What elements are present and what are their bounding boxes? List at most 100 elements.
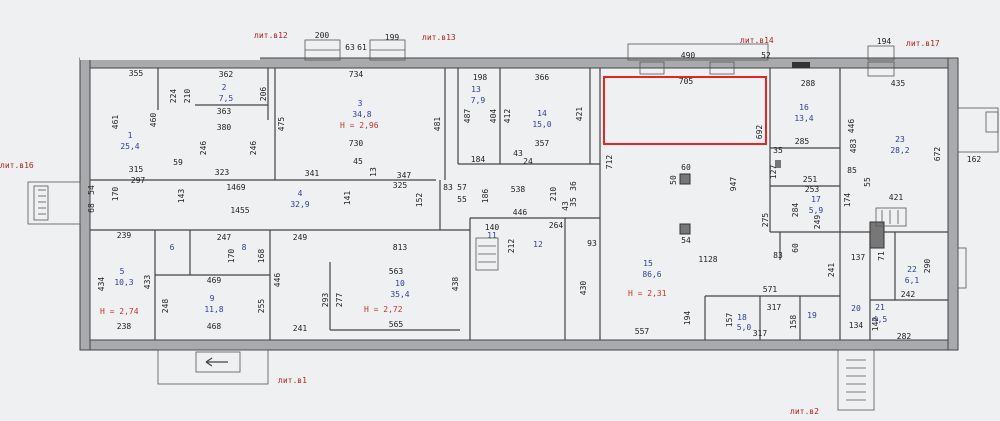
dimension: 137 xyxy=(851,253,866,262)
dimension: 63 xyxy=(345,43,355,52)
dimension: 253 xyxy=(805,185,820,194)
room-area: 32,9 xyxy=(290,200,309,209)
dimension: 194 xyxy=(683,311,692,326)
room-number: 19 xyxy=(807,311,817,320)
dimension: 317 xyxy=(753,329,768,338)
dimension: 239 xyxy=(117,231,132,240)
room-area: 25,4 xyxy=(120,142,139,151)
dimension: 85 xyxy=(847,166,857,175)
height-room-10: Н = 2,72 xyxy=(364,305,403,314)
dimension: 249 xyxy=(293,233,308,242)
dimension: 55 xyxy=(863,177,872,187)
height-room-15: Н = 2,31 xyxy=(628,289,667,298)
dimension: 1128 xyxy=(698,255,717,264)
dimension: 141 xyxy=(343,191,352,206)
highlight-rectangle xyxy=(603,76,767,145)
dimension: 71 xyxy=(877,251,886,261)
dimension: 158 xyxy=(789,315,798,330)
room-number: 9 xyxy=(210,294,215,303)
room-area: 5,0 xyxy=(737,323,752,332)
room-area: 35,4 xyxy=(390,290,409,299)
dimension: 734 xyxy=(349,70,364,79)
room-area: 11,8 xyxy=(204,305,223,314)
dimension: 813 xyxy=(393,243,408,252)
outer-walls xyxy=(79,48,959,351)
dimension: 83 xyxy=(773,251,783,260)
dimension: 247 xyxy=(217,233,232,242)
dimension: 59 xyxy=(173,158,183,167)
dimension: 446 xyxy=(847,119,856,134)
room-number: 13 xyxy=(471,85,481,94)
dimension: 170 xyxy=(227,249,236,264)
dimension: 140 xyxy=(485,223,500,232)
room-number: 3 xyxy=(358,99,363,108)
dimension: 363 xyxy=(217,107,232,116)
left-stair xyxy=(27,181,81,225)
room-number: 14 xyxy=(537,109,547,118)
dimension: 435 xyxy=(891,79,906,88)
dimension: 60 xyxy=(791,243,800,253)
dimension: 357 xyxy=(535,139,550,148)
dimension: 35 xyxy=(773,146,783,155)
room-area: 7,5 xyxy=(219,94,234,103)
dimension: 60 xyxy=(681,163,691,172)
dimension: 285 xyxy=(795,137,810,146)
dimension: 434 xyxy=(97,277,106,292)
room-number: 16 xyxy=(799,103,809,112)
dimension: 730 xyxy=(349,139,364,148)
room-number: 2 xyxy=(222,83,227,92)
dimension: 571 xyxy=(763,285,778,294)
room-number: 1 xyxy=(128,131,133,140)
room-area: 13,4 xyxy=(794,114,813,123)
dimension: 277 xyxy=(335,293,344,308)
dimension: 380 xyxy=(217,123,232,132)
dimension: 50 xyxy=(669,175,678,185)
dimension: 421 xyxy=(889,193,904,202)
dimension: 54 xyxy=(87,185,96,195)
room-number: 4 xyxy=(298,189,303,198)
height-room-3: Н = 2,96 xyxy=(340,121,379,130)
dimension: 241 xyxy=(293,324,308,333)
dimension: 947 xyxy=(729,177,738,192)
dimension: 212 xyxy=(507,239,516,254)
dimension: 24 xyxy=(523,157,533,166)
dimension: 194 xyxy=(877,37,892,46)
dimension: 168 xyxy=(257,249,266,264)
dimension: 224 xyxy=(169,89,178,104)
room-area: 5,9 xyxy=(809,206,824,215)
columns xyxy=(679,160,885,249)
dimension: 563 xyxy=(389,267,404,276)
dimension: 210 xyxy=(549,187,558,202)
dimension: 1469 xyxy=(226,183,245,192)
dimension: 57 xyxy=(457,183,467,192)
dimension: 430 xyxy=(579,281,588,296)
dimension-labels: 200 199 490 194 63 61 52 355 362 734 198… xyxy=(117,31,982,341)
dimension: 246 xyxy=(249,141,258,156)
dimension: 210 xyxy=(183,89,192,104)
room-number: 21 xyxy=(875,303,885,312)
dimension: 672 xyxy=(933,147,942,162)
label-lit-b12: лит.в12 xyxy=(254,31,288,40)
dimension: 162 xyxy=(967,155,982,164)
dimension: 54 xyxy=(681,236,691,245)
dimension: 325 xyxy=(393,181,408,190)
height-labels: Н = 2,96 Н = 2,72 Н = 2,31 Н = 2,74 xyxy=(100,121,667,316)
dimension: 45 xyxy=(353,157,363,166)
room-number: 11 xyxy=(487,231,497,240)
lit-labels: лит.в12 лит.в13 лит.в14 лит.в17 лит.в16 … xyxy=(0,31,940,416)
dimension: 362 xyxy=(219,70,234,79)
dimension: 142 xyxy=(871,317,880,332)
dimension: 43 xyxy=(513,149,523,158)
dimension: 275 xyxy=(761,213,770,228)
bottom-entrances xyxy=(157,349,875,411)
dimension: 297 xyxy=(131,176,146,185)
dimension: 200 xyxy=(315,31,330,40)
dimension: 290 xyxy=(923,259,932,274)
dimension: 93 xyxy=(587,239,597,248)
label-lit-b2: лит.в2 xyxy=(790,407,819,416)
label-lit-b14: лит.в14 xyxy=(740,36,774,45)
dimension: 557 xyxy=(635,327,650,336)
dimension: 134 xyxy=(849,321,864,330)
dimension: 170 xyxy=(111,187,120,202)
dimension: 249 xyxy=(813,215,822,230)
